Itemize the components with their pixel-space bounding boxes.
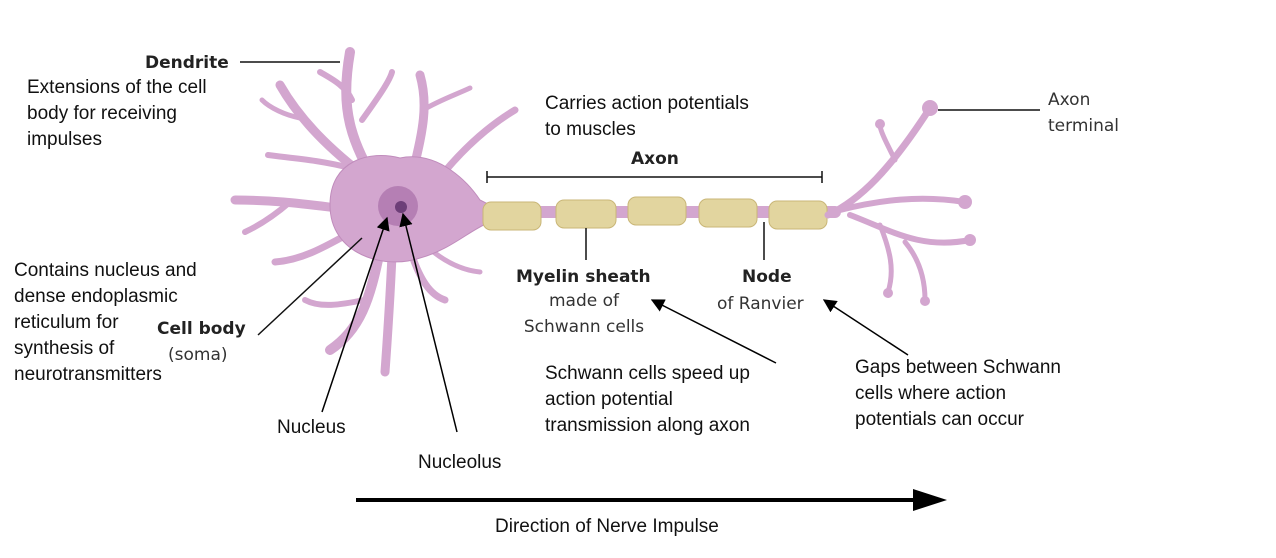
gaps-description: Gaps between Schwann cells where action … bbox=[855, 357, 1061, 430]
myelin-sub-label: made of Schwann cells bbox=[523, 291, 645, 337]
dendrite-description: Extensions of the cell body for receivin… bbox=[27, 77, 207, 150]
schwann-arrow bbox=[650, 299, 777, 364]
gaps-arrow bbox=[822, 299, 909, 356]
axon-label: Axon bbox=[631, 149, 679, 169]
myelin-sheath-label: Myelin sheath bbox=[516, 267, 651, 287]
node-label: Node bbox=[742, 267, 792, 287]
nucleus-arrow bbox=[321, 216, 390, 413]
direction-arrowhead bbox=[913, 489, 947, 511]
myelin-sheath bbox=[482, 196, 828, 231]
axon-terminal-label: Axon terminal bbox=[1048, 90, 1120, 136]
soma-label: (soma) bbox=[168, 345, 228, 365]
terminal-bulbs bbox=[875, 100, 976, 306]
cell-body-label: Cell body bbox=[157, 319, 246, 339]
schwann-description: Schwann cells speed up action potential … bbox=[545, 363, 750, 436]
nucleolus-label: Nucleolus bbox=[418, 452, 502, 473]
axon-bracket bbox=[486, 171, 823, 183]
cell-body-description: Contains nucleus and dense endoplasmic r… bbox=[14, 260, 197, 385]
direction-label: Direction of Nerve Impulse bbox=[495, 516, 719, 537]
dendrite-label: Dendrite bbox=[145, 53, 229, 73]
axon-terminal-branches bbox=[824, 104, 973, 303]
nucleus-label: Nucleus bbox=[277, 417, 346, 438]
cellbody-leader bbox=[257, 237, 363, 336]
axon-description: Carries action potentials to muscles bbox=[545, 93, 749, 140]
node-sub-label: of Ranvier bbox=[717, 294, 804, 314]
nucleolus bbox=[395, 201, 407, 213]
nucleolus-arrow bbox=[399, 212, 458, 433]
